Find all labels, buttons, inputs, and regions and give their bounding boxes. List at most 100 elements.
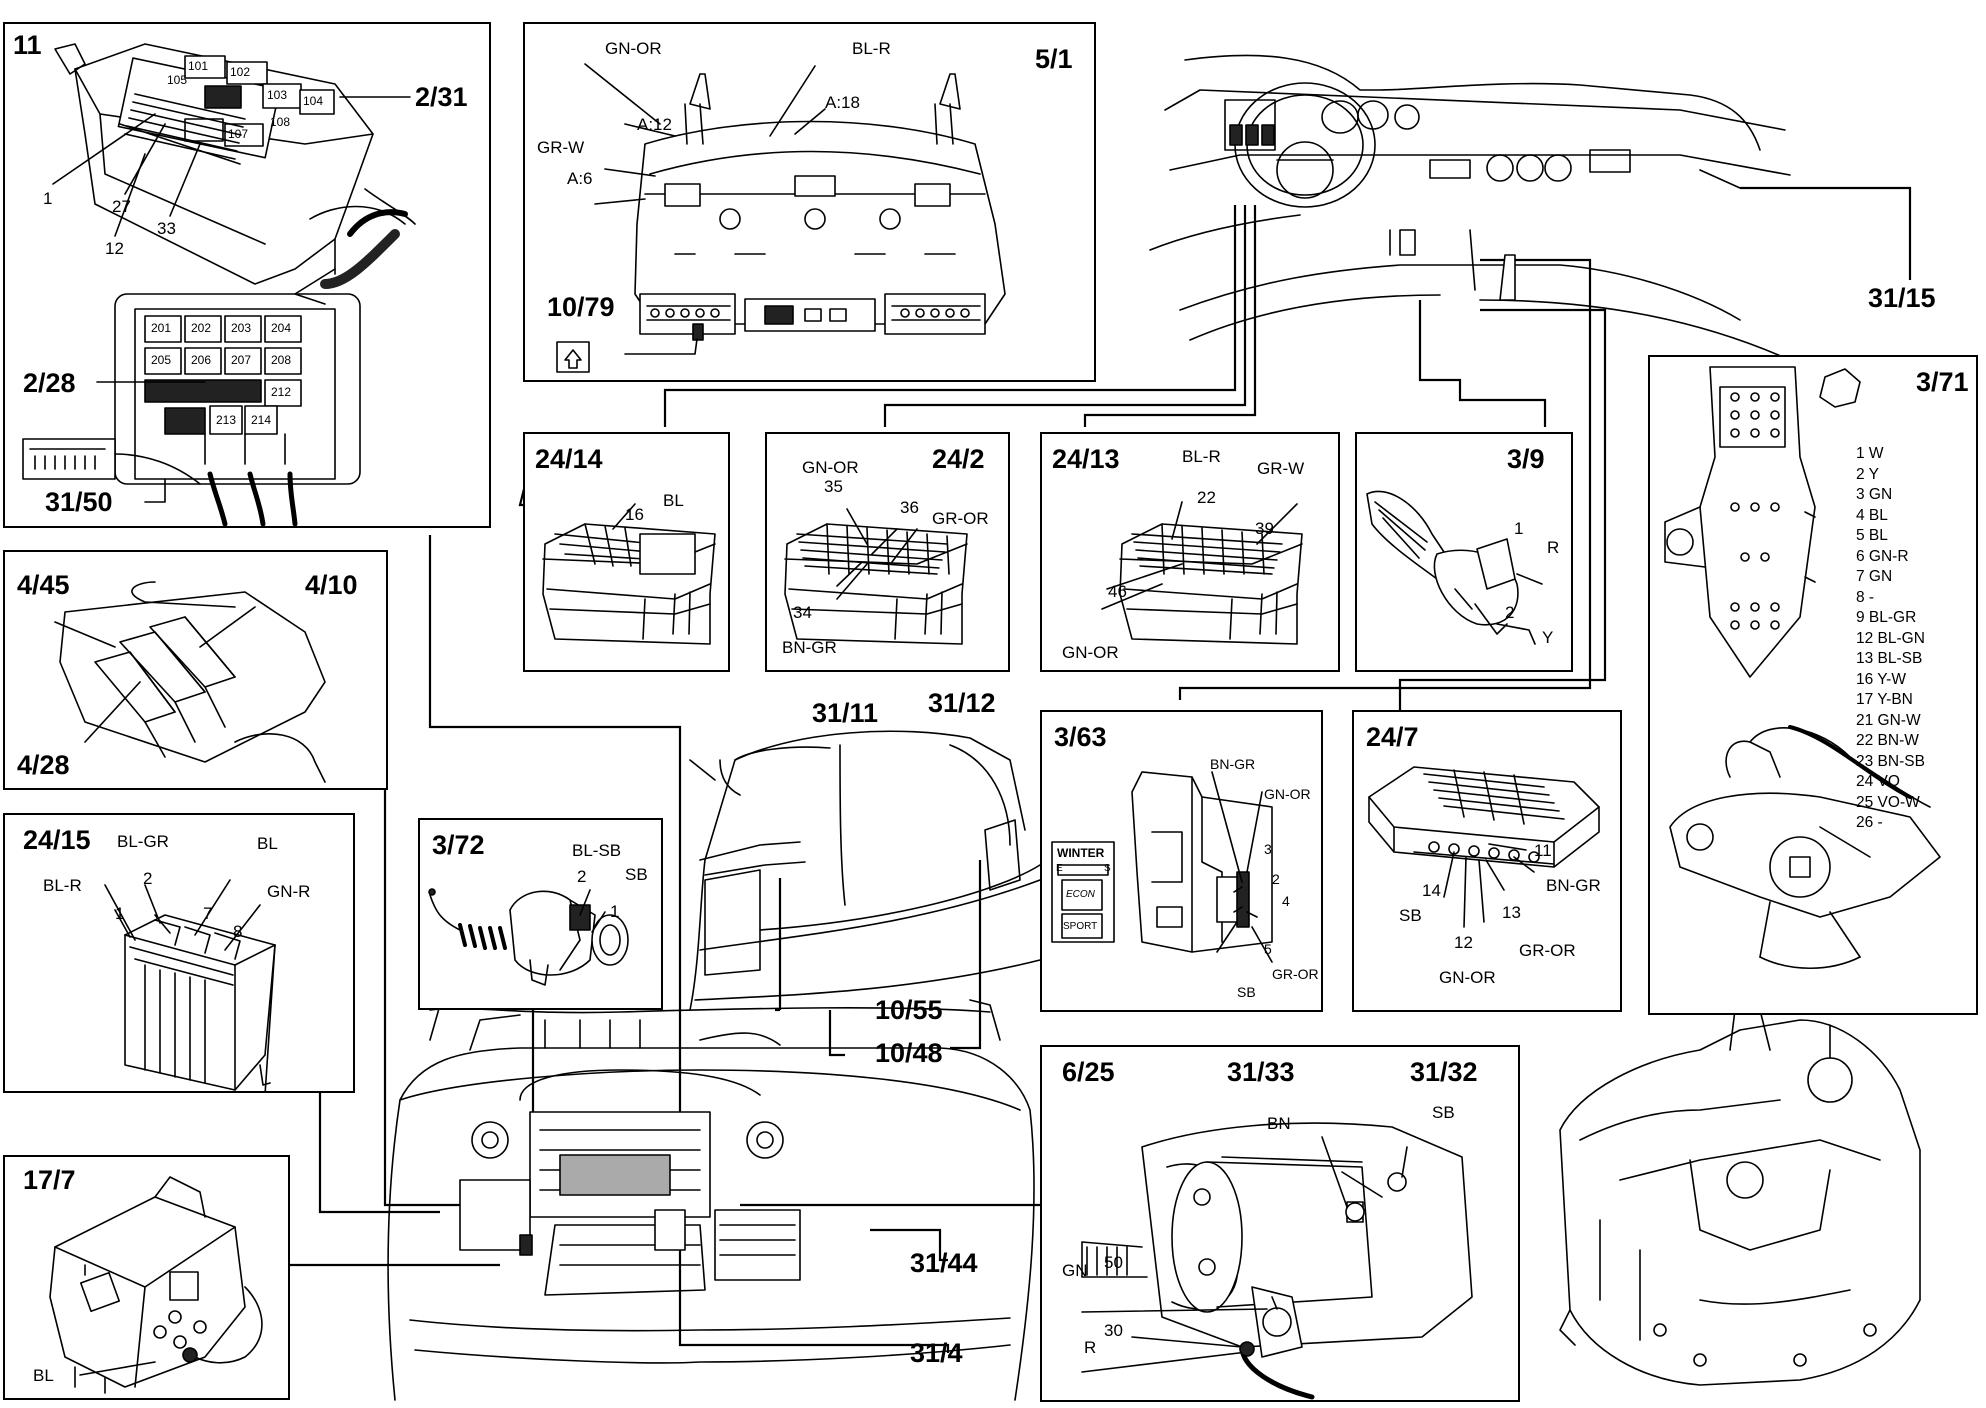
instrument-cluster-illustration [556,63,1006,373]
pin-35-label: 35 [824,477,843,496]
relay-207-label: 207 [231,353,252,367]
pin-12-label: 12 [1454,933,1473,952]
wire-sb-label: SB [625,865,648,884]
wire-bl-gr-label: BL-GR [117,832,169,851]
panel-11-central-electrical-unit: 11 101 102 103 104 105 107 108 1 27 12 3… [3,22,491,528]
relay-104-label: 104 [303,94,324,108]
sport-s-label: S [1104,863,1111,874]
panel-24-7-label: 24/7 [1366,722,1419,752]
wire-r-label: R [1084,1338,1097,1357]
relay-101-label: 101 [188,59,209,73]
pin-1-label: 1 [610,902,620,921]
legend-entry: 7 GN [1856,568,1893,585]
wire-gn-label: GN [1062,1261,1088,1280]
panel-4-45-label: 4/45 [17,570,70,600]
callout-31-4: 31/4 [910,1338,963,1368]
wire-gn-r-label: GN-R [267,882,311,901]
wire-bl-r-label: BL-R [1182,447,1221,466]
pin-4-label: 4 [1282,893,1290,909]
panel-24-7-connector: 24/7 11 BN-GR 14 SB 13 GR-OR 12 GN-OR [1352,710,1622,1012]
legend-entry: 22 BN-W [1856,732,1919,749]
callout-10-55: 10/55 [875,995,943,1025]
relay-205-label: 205 [151,353,172,367]
pin-a18-label: A:18 [825,93,860,112]
wire-sb-label: SB [1237,984,1256,1000]
legend-entry: 3 GN [1856,486,1893,503]
legend-entry: 26 - [1856,814,1883,831]
trunk-drawing [689,730,1041,1011]
panel-4-45-relays: 4/45 4/10 4/28 [3,550,388,790]
relay-box-illustration [22,43,416,526]
pin-2-label: 2 [577,867,587,886]
econ-e-label: E [1056,863,1063,874]
relay-103-label: 103 [267,88,288,102]
panel-11-label: 11 [13,30,42,60]
legend-entry: 25 VO-W [1856,793,1920,811]
panel-24-15-connector: 24/15 BL-GR BL BL-R GN-R 2 7 1 8 [3,813,355,1093]
panel-3-72-sensor: 3/72 BL-SB 2 SB 1 [418,818,663,1010]
legend-entry: 17 Y-BN [1856,691,1913,708]
transmission-drawing [1559,957,1921,1386]
ref-10-79: 10/79 [547,292,615,322]
pin-2-label: 2 [1272,871,1280,887]
relay-102-label: 102 [230,65,251,79]
dashboard-interior-drawing [1149,54,1791,361]
panel-24-2-label: 24/2 [932,444,985,474]
pin-a12-label: A:12 [637,115,672,134]
pin-5-label: 5 [1264,941,1272,957]
pin-1-label: 1 [115,904,125,923]
ref-4-10: 4/10 [305,570,358,600]
relay-208-label: 208 [271,353,292,367]
pin-50-label: 50 [1104,1253,1123,1272]
relay-206-label: 206 [191,353,212,367]
connector-24-7-illustration [1368,766,1600,928]
ref-31-50: 31/50 [45,487,113,517]
relay-203-label: 203 [231,321,252,335]
legend-entry: 13 BL-SB [1856,650,1923,667]
wire-y-label: Y [1542,628,1554,647]
callout-31-15: 31/15 [1868,283,1936,313]
relay-107-label: 107 [228,127,249,141]
relay-214-label: 214 [251,413,272,427]
connecting-wires [290,186,1912,1353]
panel-3-9-switch: 3/9 1 R 2 Y [1355,432,1573,672]
pin-a6-label: A:6 [567,169,593,188]
wire-sb-label: SB [1432,1103,1455,1122]
callout-31-44: 31/44 [910,1248,978,1278]
switch-3-9-illustration [1366,490,1543,645]
sensor-3-72-illustration [428,888,629,986]
panel-3-71-gear-position-sensor: 3/71 [1648,355,1978,1015]
legend-entry: 4 BL [1856,506,1888,524]
ref-31-33: 31/33 [1227,1057,1295,1087]
wire-gn-or-label: GN-OR [1264,786,1311,802]
pin-46-label: 46 [1108,582,1127,601]
pin-39-label: 39 [1255,519,1274,538]
ref-2-31: 2/31 [415,82,468,112]
panel-3-63-label: 3/63 [1054,722,1107,752]
legend-entry: 21 GN-W [1856,711,1921,729]
sensor-3-71-illustration [1664,366,1941,969]
wire-bn-gr-label: BN-GR [1210,756,1256,772]
pin-2-label: 2 [1505,603,1515,622]
wire-gn-or-label: GN-OR [1439,968,1496,987]
wire-bn-label: BN [1267,1114,1291,1133]
panel-3-9-label: 3/9 [1507,444,1545,474]
wire-gr-w-label: GR-W [1257,459,1305,478]
ref-2-28: 2/28 [23,368,76,398]
panel-11-leaders [52,96,411,503]
connector-24-15-illustration [104,879,276,1091]
panel-24-13-connector: 24/13 BL-R GR-W 22 39 46 GN-OR [1040,432,1340,672]
panel-24-14-connector: 24/14 BL 16 [523,432,730,672]
legend-entry: 16 Y-W [1856,670,1906,688]
callout-10-48: 10/48 [875,1038,943,1068]
wire-bl-sb-label: BL-SB [572,841,622,860]
panel-24-15-label: 24/15 [23,825,91,855]
legend-entry: 12 BL-GN [1856,629,1925,647]
wire-r-label: R [1547,538,1560,557]
wire-gr-w-label: GR-W [537,138,585,157]
sport-button-label: SPORT [1063,921,1098,932]
relay-105-label: 105 [167,73,188,87]
wire-gr-or-label: GR-OR [1272,966,1319,982]
